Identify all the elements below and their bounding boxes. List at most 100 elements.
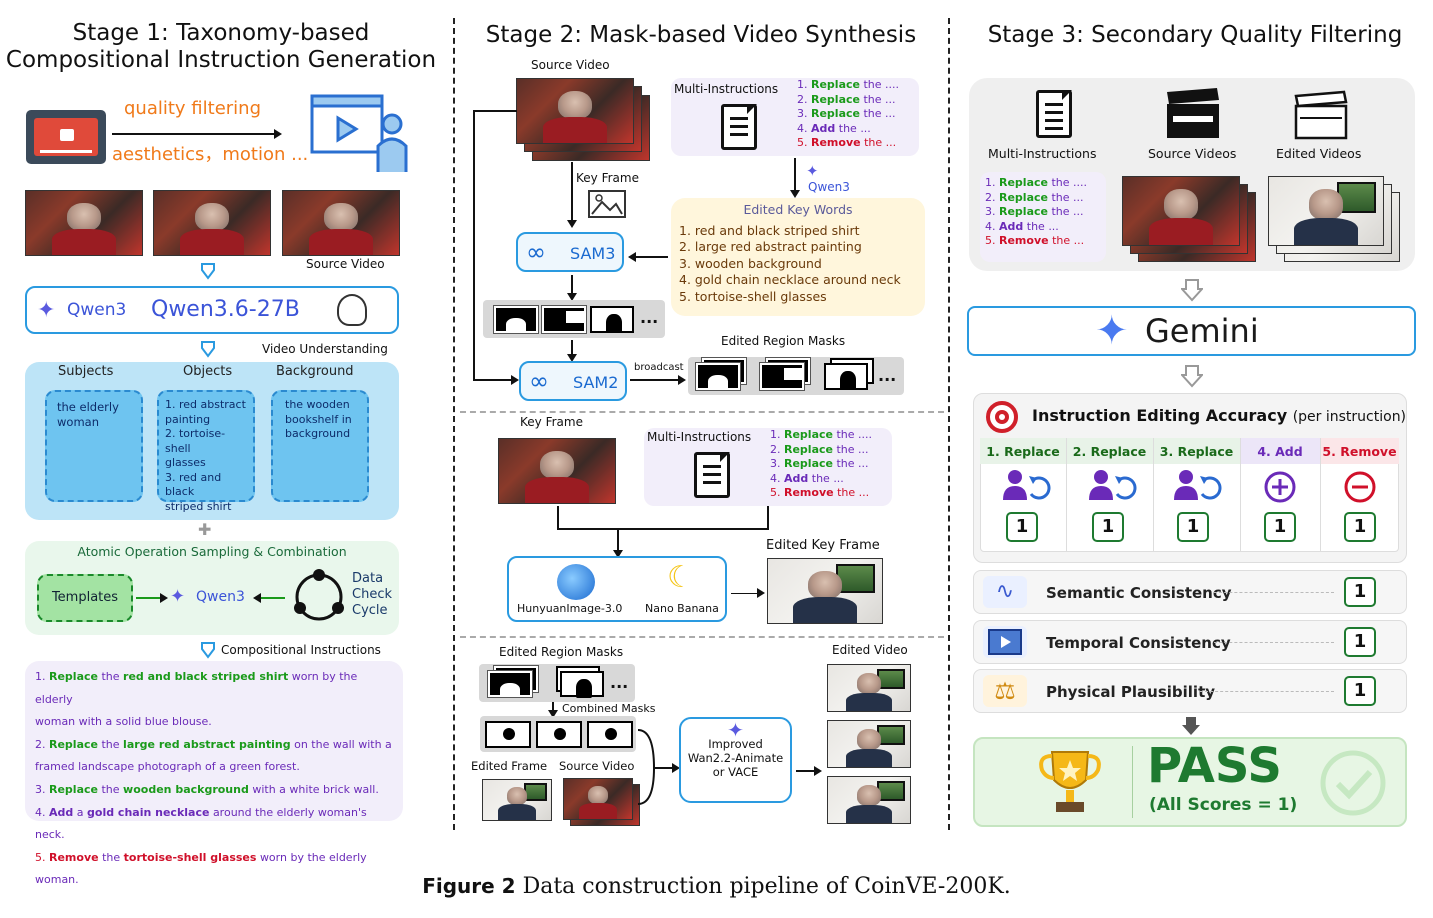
s2-multi-instructions-label-2: Multi-Instructions [647, 430, 752, 444]
instruction-4: 4. Add a gold chain necklace around the … [35, 805, 367, 842]
s2-edited-region-masks-label: Edited Region Masks [721, 334, 846, 348]
metric-row-semantic [973, 570, 1407, 614]
broadcast-label: broadcast [634, 362, 684, 373]
semantic-label: Semantic Consistency [1046, 584, 1232, 602]
figure-caption: Figure 2 Data construction pipeline of C… [422, 874, 1011, 899]
s2-image-to-edited-arrow [731, 588, 765, 598]
op-header-2: 2. Replace [1072, 444, 1147, 459]
op-header-1: 1. Replace [986, 444, 1060, 459]
stage-divider-left [453, 18, 455, 830]
combined-mask-1 [485, 721, 531, 748]
s2-edited-region-masks2-label: Edited Region Masks [499, 645, 624, 659]
qwen-logo-icon: ✦ [37, 298, 56, 323]
qwen3-small-label: Qwen3 [196, 589, 245, 605]
s2-multi-instructions-box-2: Multi-Instructions 1. Replace the .... 2… [644, 428, 892, 506]
cycle-label: Data Check Cycle [352, 571, 392, 618]
s2-masks-down-arrow [567, 340, 577, 362]
compositional-label: Compositional Instructions [221, 643, 381, 657]
target-icon [986, 401, 1018, 433]
source-frame-2 [153, 190, 271, 256]
dna-icon: ∿ [983, 576, 1027, 608]
s2-edited-key-frame-photo [767, 558, 883, 624]
s2-edited-frame-label: Edited Frame [471, 759, 548, 773]
background-header: Background [276, 364, 354, 379]
s2-multi-instructions-box: Multi-Instructions 1. Replace the .... 2… [671, 78, 919, 156]
hunyuan-logo-icon [557, 564, 595, 600]
subjects-card: the elderly woman [45, 390, 143, 502]
s3-multi-instructions-label: Multi-Instructions [988, 146, 1097, 161]
add-circle-icon [1264, 471, 1296, 503]
s3-down-arrow-1 [1181, 279, 1203, 302]
s3-down-arrow-2 [1181, 365, 1203, 388]
s2-edited-frame-photo [482, 779, 552, 821]
instruction-5: 5. Remove the tortoise-shell glasses wor… [35, 850, 367, 887]
s2-bracket [637, 729, 680, 805]
op-score-5: 1 [1344, 512, 1376, 542]
s2-edited-video-1 [827, 664, 911, 712]
nano-banana-label: Nano Banana [645, 602, 719, 615]
s2-sam3-down-arrow [567, 275, 577, 301]
stage3-title: Stage 3: Secondary Quality Filtering [987, 22, 1403, 48]
subjects-header: Subjects [58, 364, 114, 379]
check-circle-icon [1320, 750, 1386, 816]
s3-source-stack-front [1122, 176, 1240, 246]
s2-image-models-box: ☾ HunyuanImage-3.0 Nano Banana [507, 556, 727, 622]
s2-merge-line [557, 506, 769, 530]
banana-icon: ☾ [667, 560, 694, 595]
sam2-label: SAM2 [573, 373, 619, 392]
background-card: the wooden bookshelf in background [271, 390, 369, 502]
s2-edited-key-frame-label: Edited Key Frame [766, 538, 880, 553]
qwen3-small-icon: ✦ [170, 586, 186, 607]
objects-card: 1. red abstract painting 2. tortoise-she… [157, 390, 255, 513]
op-header-3: 3. Replace [1159, 444, 1234, 459]
s2-section-divider-2 [460, 636, 944, 638]
stage2-title: Stage 2: Mask-based Video Synthesis [485, 22, 917, 48]
video-player-icon [26, 110, 106, 164]
metric-row-physical [973, 669, 1407, 713]
trophy-icon [1039, 751, 1101, 812]
s2-multi-instructions-label: Multi-Instructions [674, 82, 779, 96]
s2-edited-keywords-box: Edited Key Words 1. red and black stripe… [671, 198, 925, 316]
s2-feedback-line [473, 110, 517, 380]
instruction-2: 2. Replace the large red abstract painti… [35, 737, 392, 751]
s3-down-arrow-3 [1182, 717, 1200, 735]
source-frame-1 [25, 190, 143, 256]
sam2-box: ∞ SAM2 [519, 361, 627, 401]
scale-icon: ⚖ [983, 675, 1027, 707]
stage-divider-right [948, 18, 950, 830]
combined-mask-2 [536, 721, 582, 748]
pass-sub-label: (All Scores = 1) [1149, 795, 1298, 815]
s2-broadcast-arrow [630, 375, 686, 385]
instruction-1: 1. Replace the red and black striped shi… [35, 670, 358, 706]
semantic-score: 1 [1344, 577, 1376, 607]
s2-to-edited-video-arrow [796, 766, 822, 776]
sam3-box: ∞ SAM3 [516, 232, 624, 272]
op-header-5: 5. Remove [1322, 444, 1397, 459]
s2-keyframe-arrow [567, 162, 577, 228]
s3-clapper-outline-icon [1294, 90, 1350, 140]
region-mask-2 [759, 362, 805, 391]
atomic-title: Atomic Operation Sampling & Combination [77, 544, 347, 559]
meta-logo-icon-2: ∞ [529, 367, 549, 395]
s2-edited-video-3 [827, 776, 911, 824]
s2-source-video2-label: Source Video [559, 759, 635, 773]
qwen-model-box: ✦ Qwen3 Qwen3.6-27B [25, 286, 399, 334]
s3-edited-videos-label: Edited Videos [1276, 146, 1362, 161]
op-header-4: 4. Add [1257, 444, 1303, 459]
op-score-2: 1 [1092, 512, 1124, 542]
replace-person-icon-3 [1174, 470, 1222, 500]
down-arrow-1 [201, 263, 215, 280]
wan-logo-icon: ✦ [727, 718, 744, 742]
s2-source-video2-photo [563, 778, 633, 820]
s2-key-frame2-label: Key Frame [520, 415, 583, 429]
combined-mask-3 [587, 721, 633, 748]
quality-filter-arrow [112, 129, 282, 139]
mask-frame-2 [541, 305, 587, 334]
mask-frame-3 [590, 306, 634, 333]
s2-source-stack-front [516, 78, 634, 144]
s2-source-video-label: Source Video [531, 58, 610, 72]
brain-icon [337, 294, 367, 326]
qwen-label: Qwen3 [67, 300, 127, 320]
cycle-arrow [253, 593, 285, 603]
plus-icon: ✚ [198, 520, 212, 539]
